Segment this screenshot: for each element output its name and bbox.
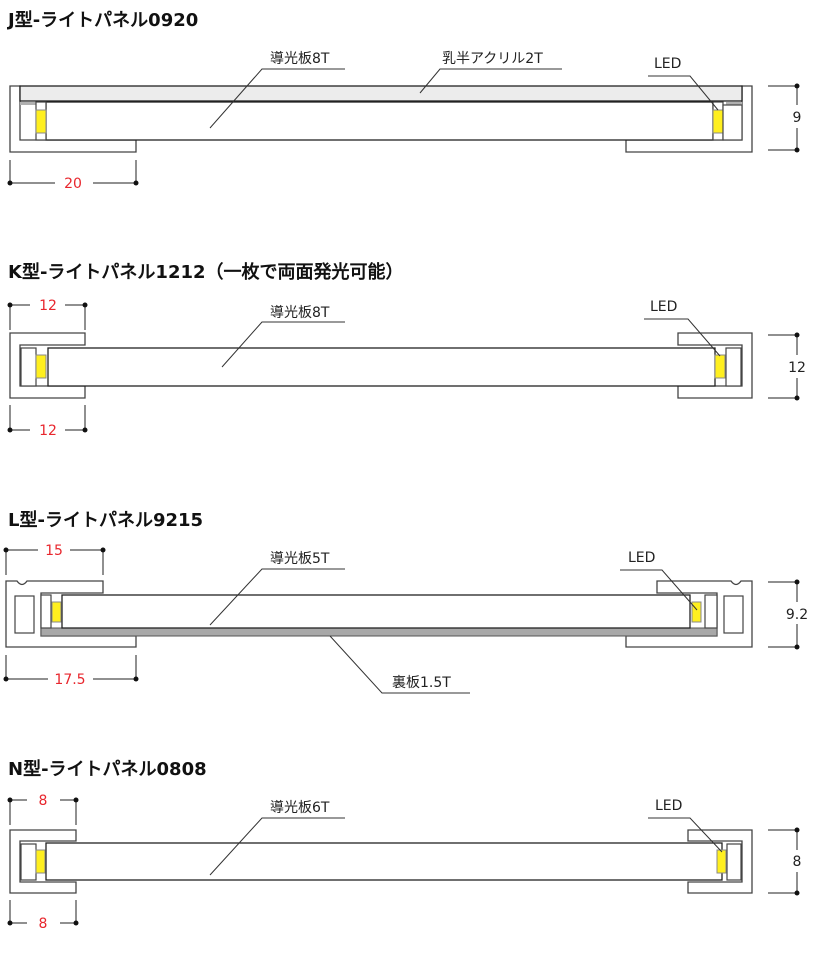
svg-text:9: 9 bbox=[793, 110, 802, 126]
section-title: K型-ライトパネル1212（一枚で両面発光可能） bbox=[8, 261, 404, 283]
back-plate bbox=[40, 627, 718, 637]
led-right bbox=[714, 354, 726, 379]
back-plate-label: 裏板1.5T bbox=[392, 674, 451, 691]
dimension-bottom-width: 12 bbox=[7, 405, 88, 439]
dimension-height: 9.2 bbox=[768, 579, 808, 650]
dimension-top-width: 15 bbox=[3, 543, 106, 575]
dimension-height: 12 bbox=[768, 332, 806, 401]
svg-text:12: 12 bbox=[39, 298, 57, 314]
led-right bbox=[716, 849, 727, 874]
led-label: LED bbox=[650, 299, 677, 315]
light-guide-label: 導光板6T bbox=[270, 800, 330, 816]
svg-text:8: 8 bbox=[793, 854, 802, 870]
led-right bbox=[712, 109, 724, 134]
section-k: K型-ライトパネル1212（一枚で両面発光可能） 導光板8T LED 12 12… bbox=[7, 261, 806, 439]
dimension-bottom-width: 17.5 bbox=[3, 655, 139, 688]
light-guide-label: 導光板8T bbox=[270, 51, 330, 67]
svg-text:12: 12 bbox=[788, 360, 806, 376]
led-left bbox=[51, 601, 62, 623]
dimension-top-width: 12 bbox=[7, 298, 88, 330]
acrylic-label: 乳半アクリル2T bbox=[442, 51, 543, 67]
svg-text:9.2: 9.2 bbox=[786, 607, 808, 623]
dimension-bottom-width: 8 bbox=[7, 900, 79, 932]
led-label: LED bbox=[655, 798, 682, 814]
svg-text:8: 8 bbox=[39, 793, 48, 809]
light-guide-plate bbox=[45, 101, 714, 141]
dimension-height: 8 bbox=[768, 827, 802, 896]
dimension-height: 9 bbox=[768, 83, 802, 153]
led-right bbox=[691, 601, 702, 623]
led-left bbox=[35, 109, 47, 134]
light-guide-plate bbox=[47, 347, 716, 387]
frame-right bbox=[677, 332, 753, 399]
section-n: N型-ライトパネル0808 導光板6T LED 8 8 8 bbox=[7, 758, 802, 932]
acrylic-sheet bbox=[19, 85, 743, 102]
svg-text:17.5: 17.5 bbox=[54, 672, 85, 688]
svg-text:15: 15 bbox=[45, 543, 63, 559]
frame-right bbox=[687, 829, 753, 894]
led-label: LED bbox=[628, 550, 655, 566]
section-l: L型-ライトパネル9215 導光板5T LED 裏板1.5T 15 17.5 bbox=[3, 509, 808, 694]
light-guide-plate bbox=[61, 594, 691, 629]
section-title: L型-ライトパネル9215 bbox=[8, 509, 203, 531]
led-left bbox=[35, 354, 47, 379]
led-label: LED bbox=[654, 56, 681, 72]
svg-text:20: 20 bbox=[64, 176, 82, 192]
dimension-width: 20 bbox=[7, 160, 139, 192]
section-title: J型-ライトパネル0920 bbox=[6, 9, 198, 31]
dimension-top-width: 8 bbox=[7, 793, 79, 825]
light-guide-label: 導光板8T bbox=[270, 305, 330, 321]
frame-left bbox=[9, 332, 86, 399]
svg-text:8: 8 bbox=[39, 916, 48, 932]
light-guide-plate bbox=[45, 842, 723, 881]
led-left bbox=[35, 849, 46, 874]
svg-text:12: 12 bbox=[39, 423, 57, 439]
light-guide-label: 導光板5T bbox=[270, 551, 330, 567]
section-title: N型-ライトパネル0808 bbox=[8, 758, 207, 780]
section-j: J型-ライトパネル0920 導光板8T 乳半アクリル2T LED 20 9 bbox=[6, 9, 801, 192]
frame-left bbox=[9, 829, 77, 894]
